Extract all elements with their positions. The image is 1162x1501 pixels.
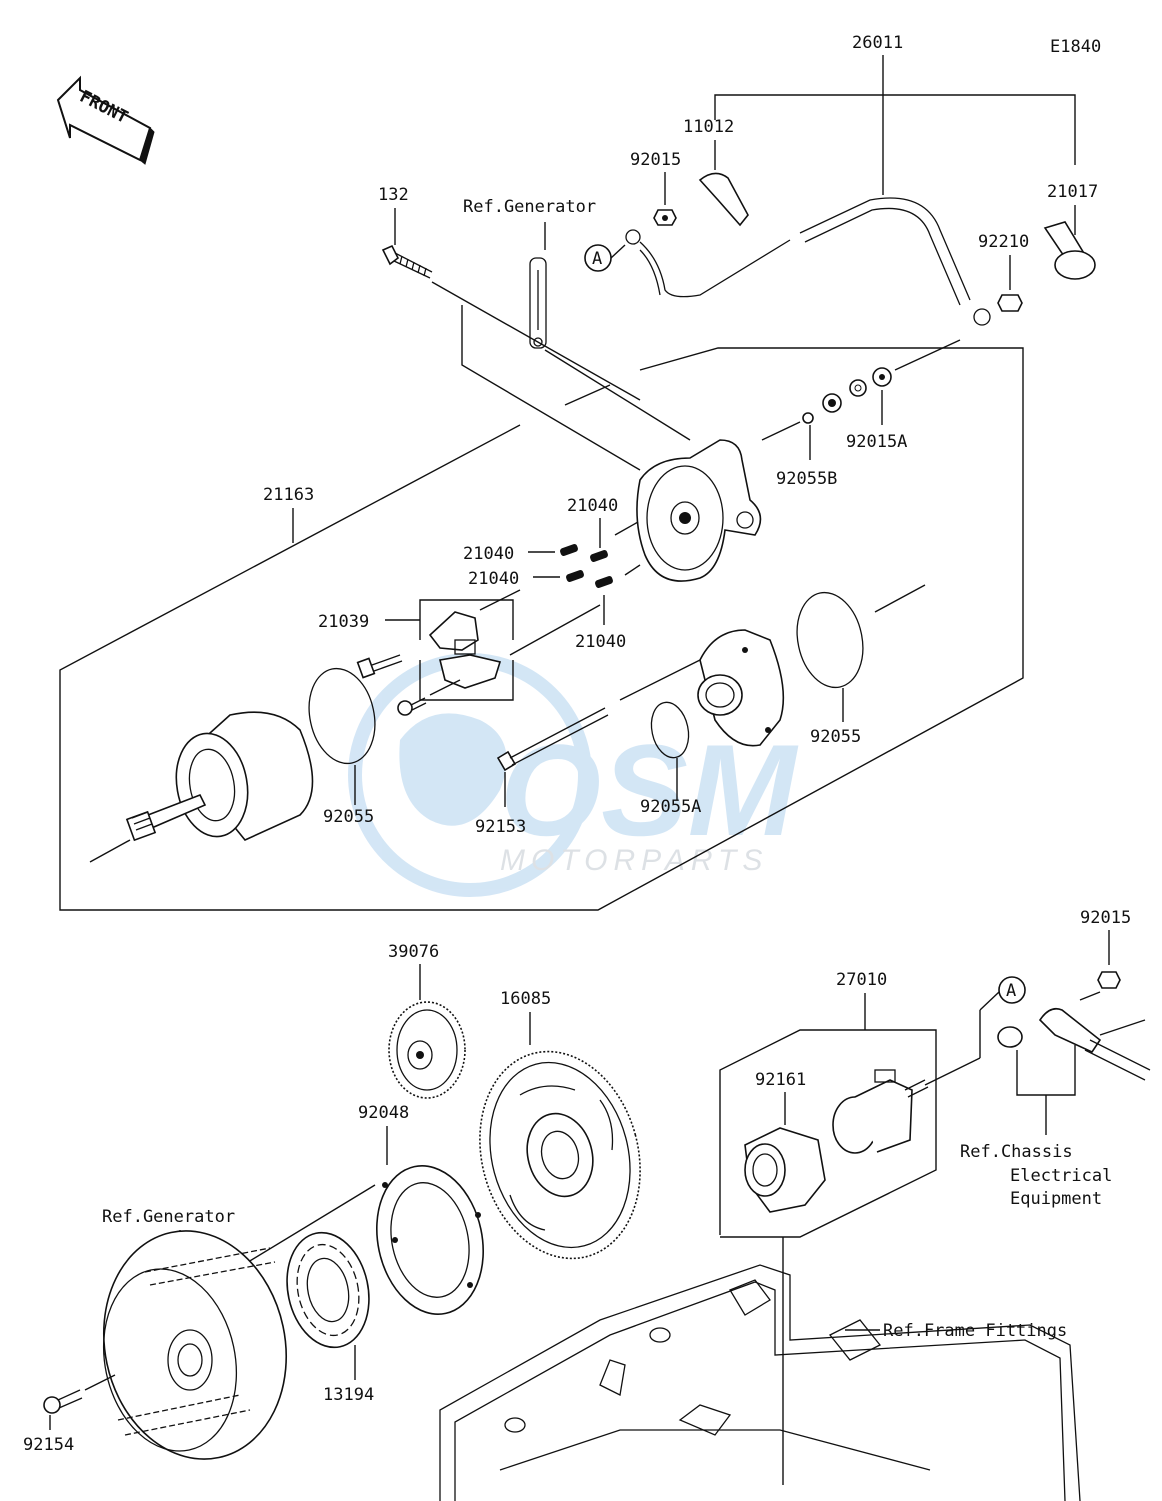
relay-cable	[997, 1007, 1151, 1081]
ref-frame-fittings: Ref.Frame Fittings	[883, 1321, 1067, 1341]
starter-front-bracket	[697, 629, 785, 747]
ground-strap	[529, 257, 547, 349]
o-ring-92055-left	[308, 667, 376, 765]
generator-rotor	[102, 1230, 288, 1460]
label-92048: 92048	[358, 1103, 409, 1123]
through-bolt-92153	[496, 707, 609, 772]
ref-generator-top: Ref.Generator	[463, 197, 596, 217]
ref-generator-bottom: Ref.Generator	[102, 1207, 235, 1227]
label-92153: 92153	[475, 817, 526, 837]
label-26011: 26011	[852, 33, 903, 53]
label-13194: 13194	[323, 1385, 374, 1405]
bolt-132	[381, 244, 433, 279]
label-92210: 92210	[978, 232, 1029, 252]
label-27010: 27010	[836, 970, 887, 990]
screw-small-1	[356, 654, 403, 679]
label-132: 132	[378, 185, 409, 205]
label-92154: 92154	[23, 1435, 74, 1455]
ref-chassis-line1: Ref.Chassis	[960, 1142, 1073, 1162]
o-ring-92055A	[650, 701, 690, 759]
label-21040-a: 21040	[567, 496, 618, 516]
watermark-sub: MOTORPARTS	[500, 844, 768, 877]
diagram-code: E1840	[1050, 37, 1101, 57]
label-21040-c: 21040	[468, 569, 519, 589]
o-ring-92055-right	[796, 591, 864, 689]
clutch-gear-16085	[479, 1050, 641, 1260]
label-16085: 16085	[500, 989, 551, 1009]
ref-chassis-line3: Equipment	[1010, 1189, 1102, 1209]
label-92015-top: 92015	[630, 150, 681, 170]
starter-yoke	[125, 711, 314, 842]
starter-cable-26011	[625, 197, 991, 326]
label-92055B: 92055B	[776, 469, 837, 489]
label-21040-d: 21040	[575, 632, 626, 652]
washer-stack	[802, 367, 892, 424]
callout-a-bottom: A	[1006, 981, 1016, 1001]
label-92055-left: 92055	[323, 807, 374, 827]
relay-cover-92161	[744, 1127, 826, 1213]
label-21040-b: 21040	[463, 544, 514, 564]
label-92055-right: 92055	[810, 727, 861, 747]
label-92161: 92161	[755, 1070, 806, 1090]
idle-gear-39076	[388, 1001, 466, 1099]
label-39076: 39076	[388, 942, 439, 962]
starter-rear-cover	[636, 439, 762, 582]
frame-fittings	[439, 1264, 1081, 1501]
callout-a-top: A	[592, 249, 602, 269]
label-21163: 21163	[263, 485, 314, 505]
label-21039: 21039	[318, 612, 369, 632]
bolt-92154	[43, 1389, 83, 1414]
terminal-cap-11012	[698, 172, 749, 227]
clutch-plate-92048	[375, 1165, 485, 1315]
brush-springs	[560, 544, 613, 588]
label-92055A: 92055A	[640, 797, 701, 817]
starter-relay	[832, 1069, 929, 1154]
brush-holder-21039	[428, 611, 502, 689]
ref-chassis-line2: Electrical	[1010, 1166, 1112, 1186]
one-way-clutch-13194	[286, 1231, 370, 1349]
label-92015A: 92015A	[846, 432, 907, 452]
screw-small-2	[397, 697, 427, 716]
label-92015-right: 92015	[1080, 908, 1131, 928]
terminal-cap-21017	[1043, 221, 1096, 280]
label-11012: 11012	[683, 117, 734, 137]
label-21017: 21017	[1047, 182, 1098, 202]
front-arrow-icon: FRONT	[56, 75, 155, 165]
